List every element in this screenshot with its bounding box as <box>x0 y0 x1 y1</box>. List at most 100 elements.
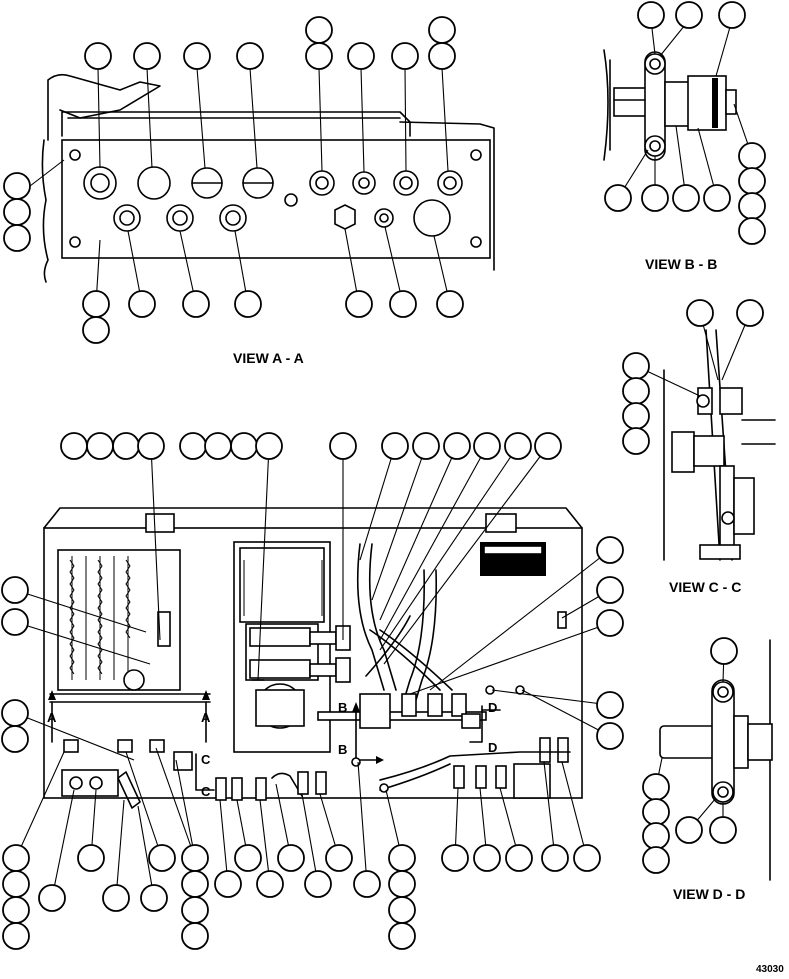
callout-bubble <box>738 192 766 220</box>
callout-bubble <box>181 896 209 924</box>
view-b-b-drawing <box>603 49 737 161</box>
view-c-c-caption: VIEW C - C <box>669 579 742 595</box>
section-marker-d-upper: D <box>488 700 497 715</box>
callout-bubble <box>622 377 650 405</box>
callout-bubble <box>2 870 30 898</box>
callout-bubble <box>642 798 670 826</box>
view-d-d-drawing <box>659 639 773 881</box>
callout-bubble <box>183 42 211 70</box>
callout-bubble <box>622 427 650 455</box>
callout-bubble <box>347 42 375 70</box>
callout-bubble <box>596 691 624 719</box>
callout-bubble <box>637 1 665 29</box>
callout-bubble <box>642 846 670 874</box>
callout-bubble <box>441 844 469 872</box>
callout-bubble <box>2 896 30 924</box>
callout-bubble <box>473 432 501 460</box>
callout-bubble <box>642 822 670 850</box>
main-assembly-drawing <box>43 507 583 809</box>
callout-bubbles <box>1 1 766 950</box>
callout-bubble <box>77 844 105 872</box>
callout-bubble <box>3 198 31 226</box>
callout-bubble <box>718 1 746 29</box>
callout-bubble <box>389 290 417 318</box>
callout-bubble <box>1 699 29 727</box>
section-marker-c-upper: C <box>201 752 211 767</box>
view-a-a-caption: VIEW A - A <box>233 350 304 366</box>
callout-bubble <box>84 42 112 70</box>
callout-bubble <box>596 576 624 604</box>
section-marker-b-lower: B <box>338 742 347 757</box>
view-d-d-caption: VIEW D - D <box>673 886 746 902</box>
view-a-a-drawing <box>41 73 495 283</box>
callout-bubble <box>710 637 738 665</box>
callout-bubble <box>736 299 764 327</box>
callout-bubble <box>181 870 209 898</box>
callout-bubble <box>256 870 284 898</box>
callout-bubble <box>230 432 258 460</box>
callout-bubble <box>179 432 207 460</box>
callout-bubble <box>38 884 66 912</box>
callout-bubble <box>137 432 165 460</box>
callout-bubble <box>234 844 262 872</box>
callout-bubble <box>345 290 373 318</box>
callout-bubble <box>140 884 168 912</box>
callout-bubble <box>255 432 283 460</box>
callout-bubble <box>60 432 88 460</box>
callout-bubble <box>436 290 464 318</box>
section-marker-a-right: A <box>201 710 211 725</box>
callout-bubble <box>473 844 501 872</box>
callout-bubble <box>305 16 333 44</box>
callout-bubble <box>325 844 353 872</box>
section-marker-a-left: A <box>47 710 57 725</box>
callout-bubble <box>86 432 114 460</box>
callout-bubble <box>381 432 409 460</box>
callout-bubble <box>596 722 624 750</box>
callout-bubble <box>534 432 562 460</box>
callout-bubble <box>329 432 357 460</box>
callout-bubble <box>738 167 766 195</box>
callout-bubble <box>686 299 714 327</box>
callout-bubble <box>738 142 766 170</box>
callout-bubble <box>388 870 416 898</box>
callout-bubble <box>82 290 110 318</box>
callout-bubble <box>412 432 440 460</box>
callout-bubble <box>2 844 30 872</box>
callout-bubble <box>641 184 669 212</box>
view-b-b-caption: VIEW B - B <box>645 256 718 272</box>
callout-bubble <box>304 870 332 898</box>
callout-bubble <box>391 42 419 70</box>
callout-bubble <box>573 844 601 872</box>
callout-bubble <box>709 816 737 844</box>
callout-bubble <box>1 725 29 753</box>
callout-bubble <box>428 16 456 44</box>
callout-bubble <box>672 184 700 212</box>
callout-bubble <box>622 402 650 430</box>
callout-bubble <box>305 42 333 70</box>
callout-bubble <box>596 536 624 564</box>
callout-bubble <box>112 432 140 460</box>
callout-bubble <box>214 870 242 898</box>
callout-bubble <box>504 432 532 460</box>
callout-bubble <box>428 42 456 70</box>
callout-bubble <box>353 870 381 898</box>
callout-bubble <box>703 184 731 212</box>
callout-bubble <box>3 224 31 252</box>
callout-bubble <box>148 844 176 872</box>
callout-bubble <box>443 432 471 460</box>
callout-bubble <box>738 217 766 245</box>
callout-bubble <box>596 609 624 637</box>
callout-bubble <box>277 844 305 872</box>
document-number: 43030 <box>756 964 784 975</box>
callout-bubble <box>234 290 262 318</box>
callout-bubble <box>182 290 210 318</box>
callout-bubble <box>604 184 632 212</box>
callout-bubble <box>181 844 209 872</box>
section-marker-c-lower: C <box>201 784 211 799</box>
callout-bubble <box>388 896 416 924</box>
section-marker-b-upper: B <box>338 700 347 715</box>
callout-bubble <box>388 922 416 950</box>
callout-bubble <box>2 922 30 950</box>
